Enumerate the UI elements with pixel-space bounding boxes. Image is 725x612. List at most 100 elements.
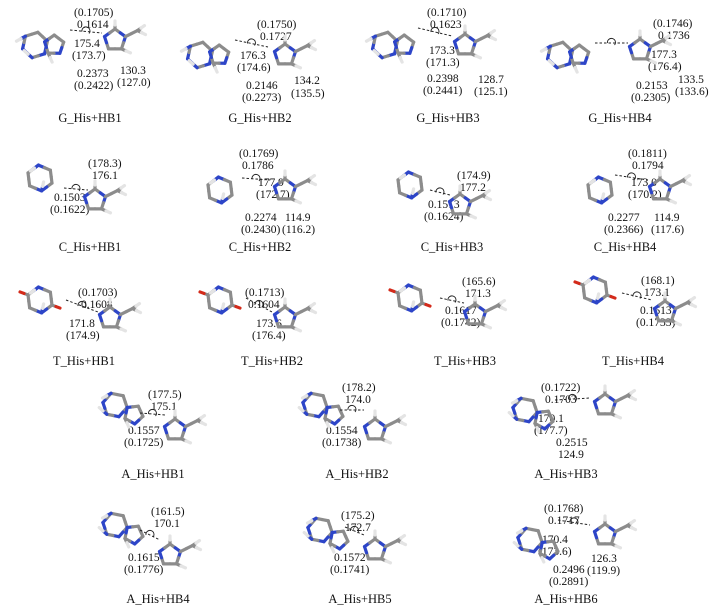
bond-stick <box>625 524 634 530</box>
bond-stick <box>411 187 416 196</box>
bond-stick <box>201 40 210 49</box>
bond-stick <box>600 196 605 205</box>
angle-label: 128.7 <box>478 74 504 86</box>
bond-stick <box>115 512 125 518</box>
bond-stick <box>406 283 416 290</box>
bond-stick <box>102 35 109 45</box>
bond-stick <box>627 41 637 49</box>
bond-stick <box>412 286 422 292</box>
bond-stick <box>28 288 36 295</box>
bond-stick <box>125 541 131 549</box>
bond-stick <box>220 196 225 205</box>
bond-stick <box>424 302 432 308</box>
bond-stick <box>362 425 369 435</box>
distance-label: 0.1554 <box>326 425 358 437</box>
bond-stick <box>577 43 586 51</box>
distance-label: 0.1604 <box>248 299 280 311</box>
bond-stick <box>393 40 398 50</box>
distance-label: 0.1503 <box>54 192 86 204</box>
distance-label: (0.1742) <box>441 317 481 329</box>
bond-stick <box>555 40 565 46</box>
bond-stick <box>139 529 145 538</box>
panel-caption: C_His+HB4 <box>593 240 657 254</box>
angle-label: 114.9 <box>285 212 311 224</box>
bond-stick <box>130 307 139 313</box>
bond-stick <box>587 275 595 282</box>
bond-stick <box>627 45 634 55</box>
bond-stick <box>499 306 508 312</box>
bond-stick <box>124 525 129 535</box>
bond-stick <box>328 536 333 546</box>
bond-stick <box>288 46 298 54</box>
angle-label: (165.6) <box>462 276 496 288</box>
bond-stick <box>609 542 618 548</box>
bond-stick <box>28 166 36 173</box>
bond-stick <box>41 302 46 311</box>
bond-stick <box>378 421 388 429</box>
bond-stick <box>98 191 108 199</box>
bond-stick <box>464 206 471 216</box>
bond-stick <box>36 285 46 292</box>
bond-stick <box>324 405 329 415</box>
bond-stick <box>190 61 199 70</box>
distance-label: (0.1722) <box>541 382 581 394</box>
bond-stick <box>609 187 614 197</box>
bond-stick <box>415 301 424 309</box>
bond-stick <box>629 389 637 395</box>
bond-stick <box>220 197 229 205</box>
bond-stick <box>283 177 292 185</box>
angle-label: (178.2) <box>342 382 376 394</box>
bond-stick <box>209 55 215 65</box>
bond-stick <box>418 288 423 299</box>
bond-stick <box>625 391 633 398</box>
bond-stick <box>507 411 515 418</box>
angle-label: 134.2 <box>294 75 320 87</box>
bond-stick <box>380 30 390 36</box>
bond-stick <box>397 184 402 195</box>
bond-stick <box>109 391 119 397</box>
bond-stick <box>524 526 534 532</box>
bond-stick <box>608 180 613 191</box>
bond-stick <box>603 280 608 291</box>
bond-stick <box>402 170 410 177</box>
panel-caption: G_His+HB2 <box>228 111 292 125</box>
distance-label: (0.2422) <box>74 80 114 92</box>
bond-stick <box>596 175 606 182</box>
distance-label: 0.2274 <box>245 212 277 224</box>
angle-label: (174.9) <box>457 170 491 182</box>
bond-stick <box>389 419 400 426</box>
bond-stick <box>511 414 519 421</box>
bond-stick <box>214 308 224 315</box>
bond-stick <box>384 439 393 445</box>
bond-stick <box>103 406 109 416</box>
bond-stick <box>309 174 317 180</box>
bond-stick <box>309 302 317 308</box>
bond-stick <box>305 391 313 398</box>
bond-stick <box>331 404 340 409</box>
bond-stick <box>364 37 373 43</box>
bond-stick <box>97 313 104 323</box>
bond-stick <box>173 546 183 554</box>
bond-stick <box>629 396 638 402</box>
angle-label: (176.4) <box>252 330 286 342</box>
bond-stick <box>394 45 400 55</box>
bond-stick <box>289 191 296 201</box>
bond-stick <box>185 50 191 61</box>
bond-stick <box>525 397 535 403</box>
bond-stick <box>419 182 424 192</box>
angle-label: 176.1 <box>92 170 118 182</box>
bond-stick <box>396 51 402 60</box>
bond-stick <box>474 54 483 60</box>
bond-stick <box>569 55 575 65</box>
bond-stick <box>101 409 109 416</box>
panel-caption: A_His+HB2 <box>325 467 389 481</box>
bond-stick <box>40 307 49 315</box>
panel-caption: C_His+HB1 <box>58 240 122 254</box>
bond-stick <box>592 396 602 404</box>
bond-stick <box>581 283 586 293</box>
bond-stick <box>326 530 334 539</box>
bond-stick <box>184 44 193 51</box>
bond-stick <box>404 193 414 200</box>
bond-stick <box>322 535 330 544</box>
bond-stick <box>206 179 215 187</box>
